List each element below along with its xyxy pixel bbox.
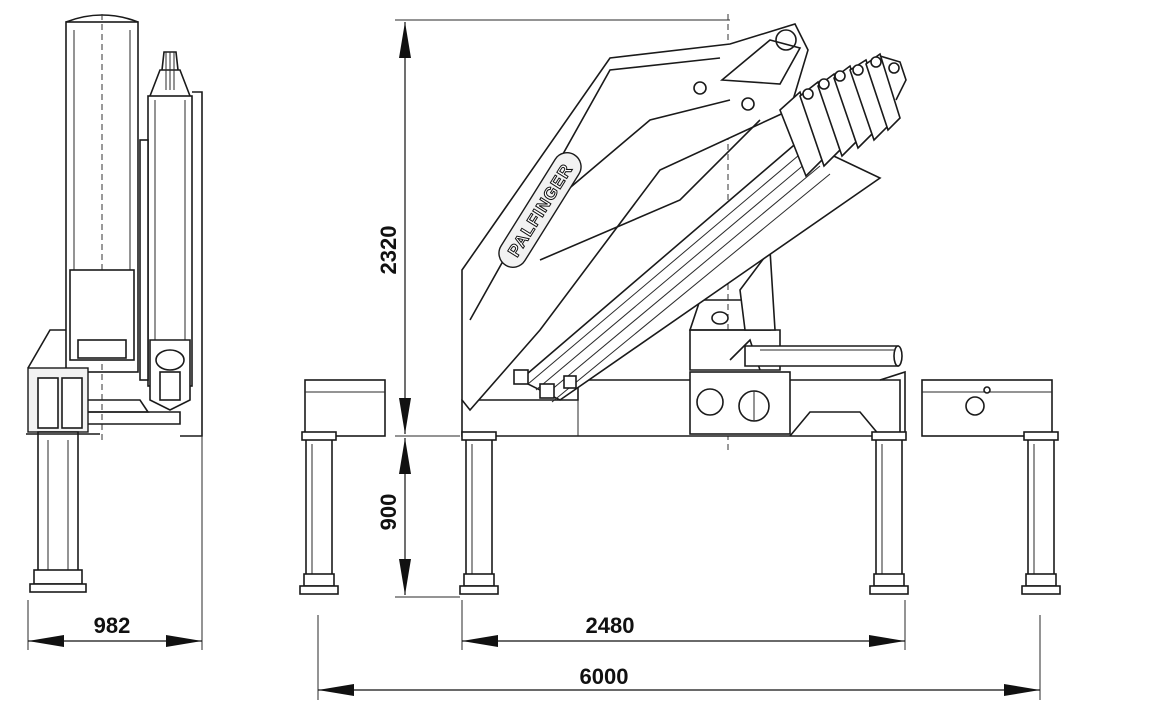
dimension-lines: 2320 900 982 2480 6000 xyxy=(27,19,1041,700)
dim-width-side: 982 xyxy=(28,613,202,647)
boom-sections xyxy=(779,52,907,178)
base-frame xyxy=(461,379,901,437)
dim-height-leg: 900 xyxy=(376,438,411,595)
dim-width-outrigger-label: 6000 xyxy=(580,664,629,689)
dim-width-outrigger: 6000 xyxy=(318,664,1040,696)
support-leg-right-outer xyxy=(1021,431,1061,595)
front-view: PALFINGER xyxy=(299,14,1061,595)
dim-height-total-label: 2320 xyxy=(376,226,401,275)
side-view xyxy=(26,14,203,593)
support-leg-right-inner xyxy=(869,431,909,595)
support-leg-left-inner xyxy=(459,431,499,595)
main-cylinder xyxy=(744,345,899,367)
dim-width-side-label: 982 xyxy=(94,613,131,638)
support-leg-left-outer xyxy=(299,431,339,595)
dim-height-leg-label: 900 xyxy=(376,494,401,531)
side-leg xyxy=(37,431,79,581)
dim-width-base: 2480 xyxy=(462,613,905,647)
dim-width-base-label: 2480 xyxy=(586,613,635,638)
outrigger-left xyxy=(304,379,386,437)
dim-height-total: 2320 xyxy=(376,22,411,434)
